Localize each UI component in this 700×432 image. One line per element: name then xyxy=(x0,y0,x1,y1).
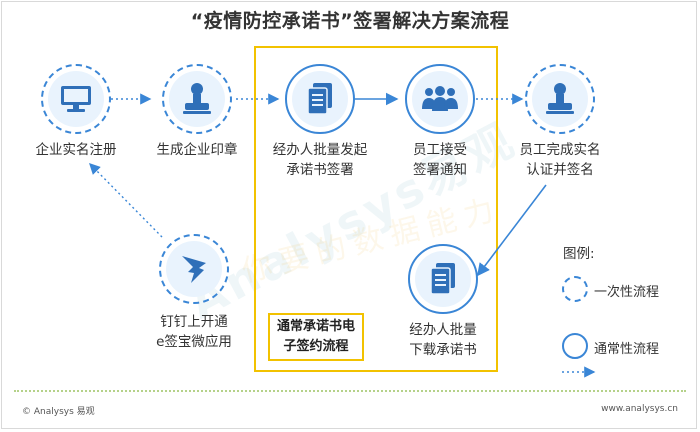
seal-stamp-icon xyxy=(183,83,211,114)
employee-receive-label: 员工接受 签署通知 xyxy=(375,140,505,180)
download-line2: 下载承诺书 xyxy=(409,342,477,358)
footer-website: www.analysys.cn xyxy=(601,404,678,414)
dingtalk-icon xyxy=(182,256,206,283)
employee-verify-line2: 认证并签名 xyxy=(526,162,594,178)
initiate-signing-line1: 经办人批量发起 xyxy=(272,142,368,158)
note-line2: 子签约流程 xyxy=(283,339,349,354)
generate-seal-node xyxy=(162,64,232,134)
employee-receive-line1: 员工接受 xyxy=(413,142,467,158)
seal-stamp-icon xyxy=(546,83,574,114)
regular-process-note: 通常承诺书电 子签约流程 xyxy=(268,313,364,361)
employee-receive-line2: 签署通知 xyxy=(413,162,467,178)
legend-once-label: 一次性流程 xyxy=(594,285,660,300)
employee-verify-node xyxy=(525,64,595,134)
regular-process-highlight xyxy=(254,46,498,372)
arrow-verify-to-download xyxy=(477,184,547,277)
document-icon xyxy=(430,263,455,295)
download-node xyxy=(408,244,478,314)
legend-regular-circle xyxy=(562,333,588,359)
generate-seal-label: 生成企业印章 xyxy=(156,142,238,158)
footer-divider xyxy=(14,390,686,392)
initiate-signing-label: 经办人批量发起 承诺书签署 xyxy=(255,140,385,180)
employee-receive-node xyxy=(405,64,475,134)
document-icon xyxy=(307,83,332,115)
employee-verify-line1: 员工完成实名 xyxy=(519,142,601,158)
initiate-signing-line2: 承诺书签署 xyxy=(286,162,354,178)
employee-verify-label: 员工完成实名 认证并签名 xyxy=(495,140,625,180)
legend-once-circle xyxy=(562,276,588,302)
arrow-dingtalk-to-register xyxy=(89,163,163,238)
enterprise-register-label: 企业实名注册 xyxy=(35,142,117,158)
diagram-title: “疫情防控承诺书”签署解决方案流程 xyxy=(190,10,510,32)
group-people-icon xyxy=(422,86,458,111)
footer-copyright: © Analysys 易观 xyxy=(22,407,95,417)
dingtalk-line1: 钉钉上开通 xyxy=(160,314,228,330)
monitor-icon xyxy=(61,86,91,112)
enterprise-register-node xyxy=(41,64,111,134)
dingtalk-label: 钉钉上开通 e签宝微应用 xyxy=(129,312,259,352)
dingtalk-line2: e签宝微应用 xyxy=(156,334,232,350)
download-label: 经办人批量 下载承诺书 xyxy=(378,320,508,360)
dingtalk-node xyxy=(159,234,229,304)
initiate-signing-node xyxy=(285,64,355,134)
note-line1: 通常承诺书电 xyxy=(276,319,355,334)
legend-title: 图例: xyxy=(563,246,595,262)
legend-regular-label: 通常性流程 xyxy=(594,342,660,357)
download-line1: 经办人批量 xyxy=(409,322,477,338)
